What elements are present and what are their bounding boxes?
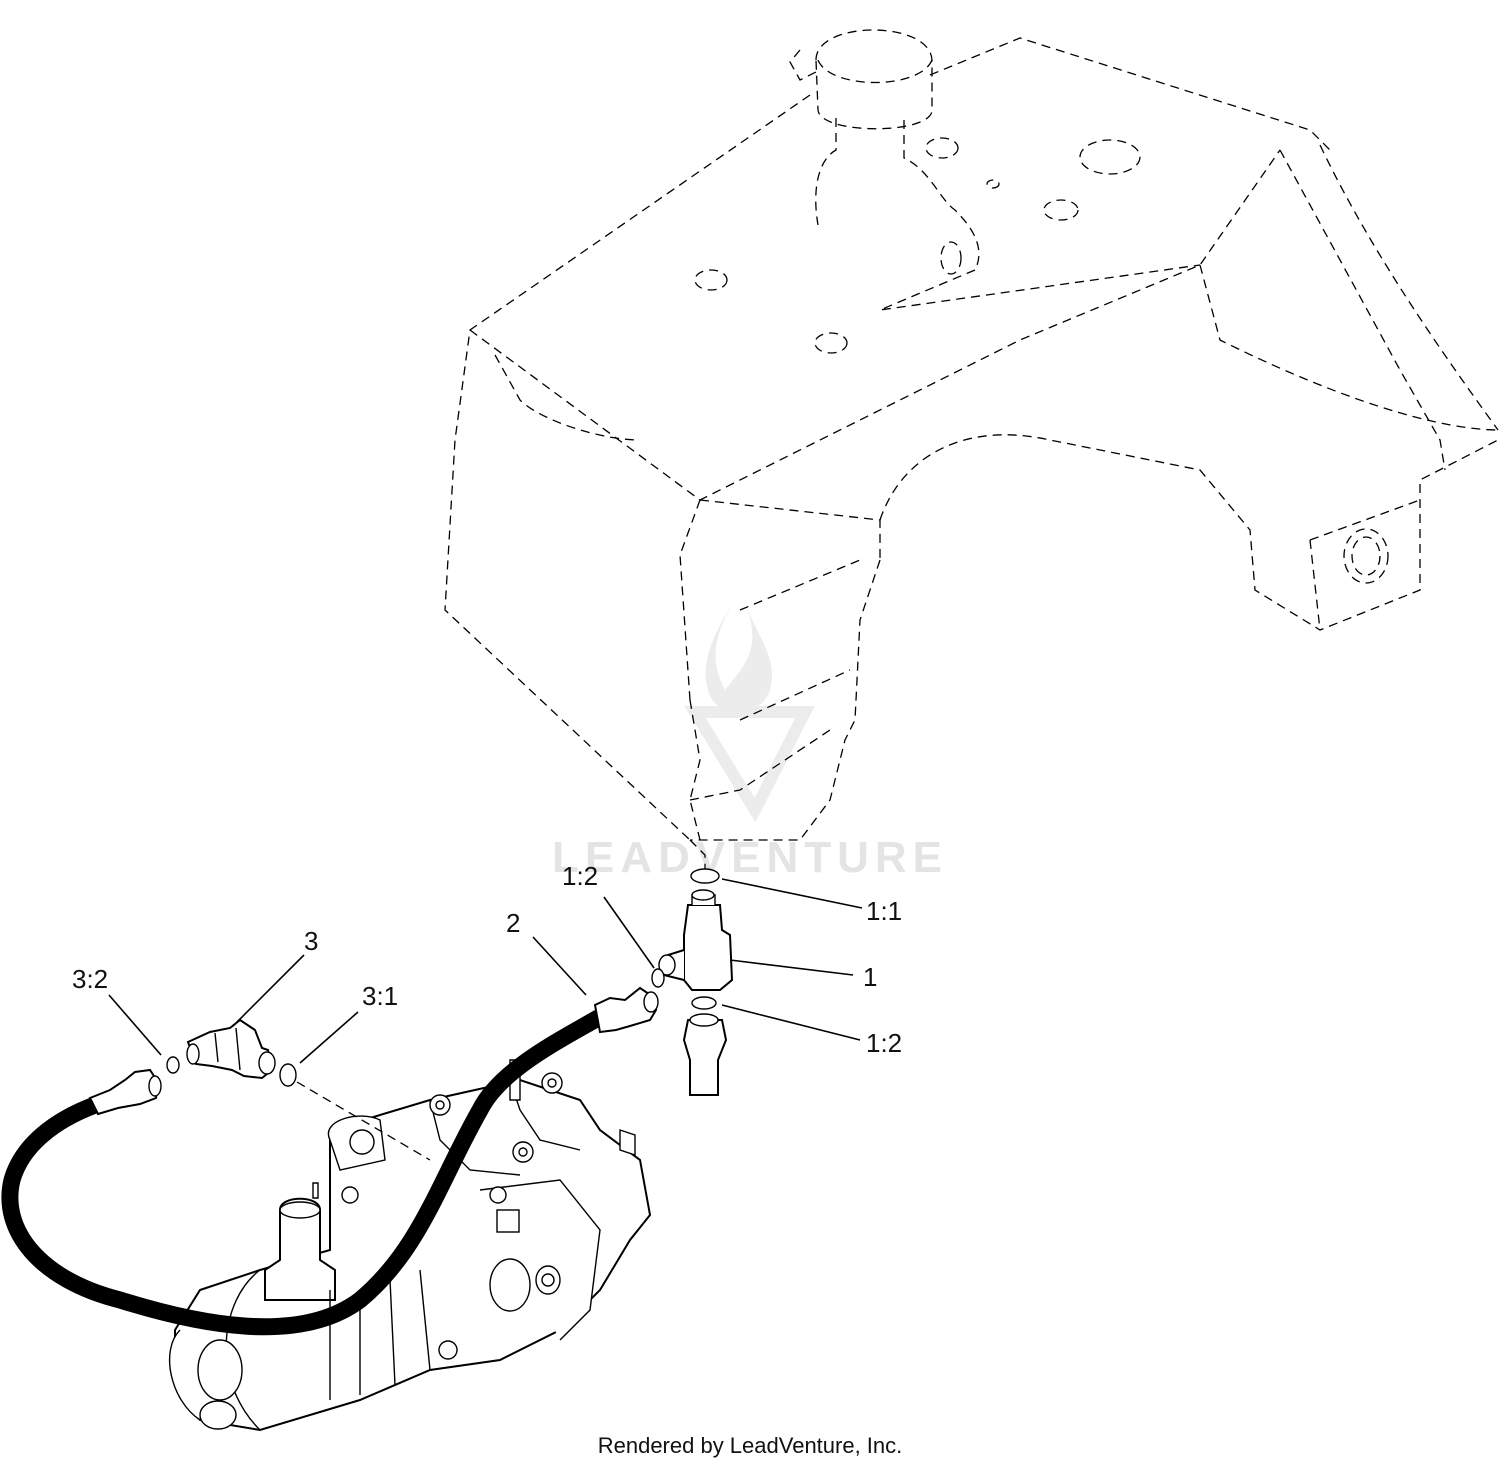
callout-1-2-right: 1:2 xyxy=(866,1028,902,1058)
leader-1-1 xyxy=(721,878,863,909)
leader-3-1 xyxy=(299,1011,359,1064)
fuel-tank-outline xyxy=(444,29,1500,870)
flame-v-logo-icon xyxy=(684,600,815,823)
o-ring-bottom xyxy=(691,996,717,1010)
watermark: LEADVENTURE xyxy=(552,600,948,882)
callout-3-1: 3:1 xyxy=(362,981,398,1011)
callout-1: 1 xyxy=(863,962,877,992)
callout-labels: 1:2 2 3 3:2 3:1 1:1 1 1:2 xyxy=(72,861,902,1058)
o-ring-3-2 xyxy=(166,1056,180,1074)
o-ring-3-1 xyxy=(279,1063,297,1087)
hose-body xyxy=(1,1009,607,1336)
hydraulic-pump xyxy=(168,1059,652,1432)
leader-1-2-top xyxy=(603,896,655,969)
callout-2: 2 xyxy=(506,908,520,938)
leader-1-2-right xyxy=(721,1004,861,1041)
leader-2 xyxy=(532,936,587,996)
tee-fitting-assembly xyxy=(651,868,734,1096)
hydraulic-hose xyxy=(1,986,659,1336)
watermark-text: LEADVENTURE xyxy=(552,833,948,882)
o-ring-top xyxy=(690,868,720,884)
elbow-fitting xyxy=(166,1018,431,1161)
leader-3 xyxy=(232,954,305,1027)
tee-fitting xyxy=(683,904,734,991)
callout-1-1: 1:1 xyxy=(866,896,902,926)
o-ring-side xyxy=(651,968,665,988)
adapter-fitting xyxy=(682,1019,728,1096)
render-credit: Rendered by LeadVenture, Inc. xyxy=(597,1433,903,1458)
callout-leaders xyxy=(108,878,863,1064)
callout-1-2-top: 1:2 xyxy=(562,861,598,891)
leader-3-2 xyxy=(108,994,162,1056)
callout-3-2: 3:2 xyxy=(72,964,108,994)
callout-3: 3 xyxy=(304,926,318,956)
leader-1 xyxy=(729,959,854,976)
